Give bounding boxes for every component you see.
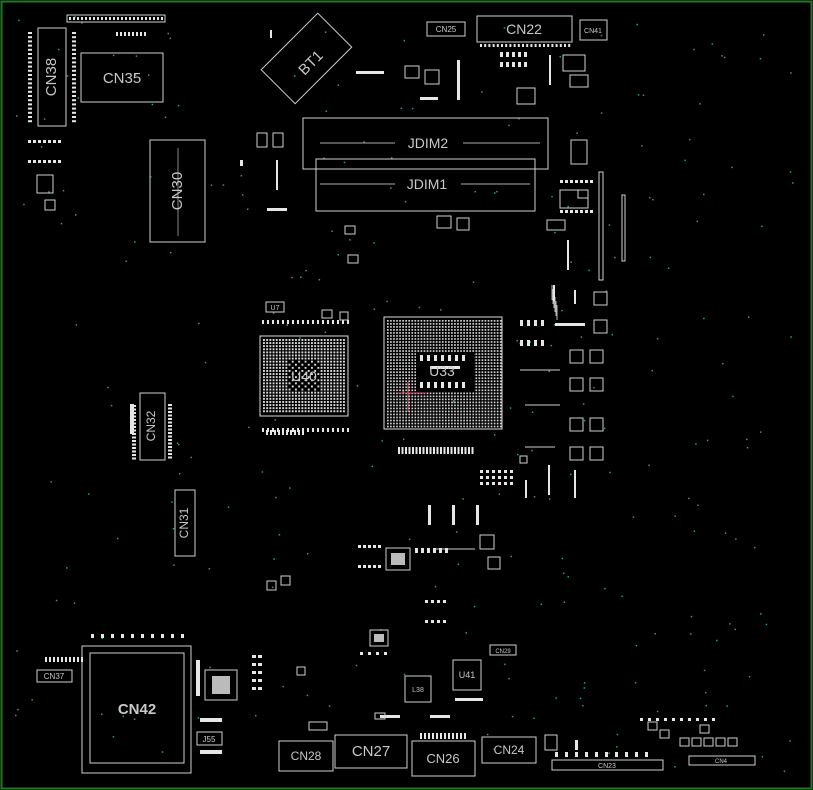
- u33-label: U33: [429, 363, 455, 379]
- cn4-label: CN4: [715, 759, 728, 765]
- cn31-connector: CN31: [174, 489, 196, 557]
- cn30-label: CN30: [169, 172, 186, 210]
- u40-bga: U40: [259, 320, 349, 432]
- cn27-connector: CN27: [334, 734, 408, 769]
- cn24-connector: CN24: [481, 736, 537, 764]
- u41-label: U41: [459, 670, 476, 680]
- qfn-near-cn42: [204, 669, 238, 701]
- right-edge-connector-2: [621, 194, 626, 262]
- cn32-connector: CN32: [132, 392, 172, 461]
- top-connector-strip: [66, 14, 166, 23]
- bt1-label: BT1: [295, 47, 326, 78]
- bt1-battery: BT1: [260, 12, 353, 105]
- cn24-label: CN24: [494, 743, 525, 757]
- cn31-label: CN31: [177, 507, 191, 538]
- cn29-connector: CN29: [489, 644, 517, 656]
- cn29-label: CN29: [495, 649, 511, 655]
- cn38-label: CN38: [43, 58, 60, 96]
- cn35-connector: CN35: [80, 52, 164, 103]
- cn23-label: CN23: [598, 763, 616, 770]
- cn41-label: CN41: [584, 28, 602, 35]
- cn38-connector: CN38: [28, 27, 76, 127]
- bottom-right-cluster: [544, 718, 738, 757]
- cn26-label: CN26: [426, 751, 459, 766]
- cn26-connector: CN26: [411, 740, 476, 777]
- jdim1-slot: JDIM1: [315, 158, 536, 212]
- cn27-label: CN27: [352, 743, 390, 760]
- cn23-connector: CN23: [551, 759, 664, 771]
- cn42-label: CN42: [118, 701, 156, 718]
- l38-label: L38: [412, 687, 424, 694]
- cn25-label: CN25: [436, 25, 457, 34]
- u7-label: U7: [271, 305, 280, 312]
- right-edge-connector: [598, 171, 604, 281]
- cn28-connector: CN28: [278, 740, 334, 772]
- via-field: [15, 16, 794, 773]
- l38-chip: L38: [404, 675, 432, 703]
- bottom-center-cluster: [266, 534, 501, 739]
- j55-connector: J55: [196, 731, 223, 746]
- cn35-label: CN35: [103, 70, 141, 87]
- right-component-cluster: [428, 139, 608, 525]
- cn22-label: CN22: [506, 21, 542, 37]
- cn30-connector: CN30: [149, 139, 206, 243]
- jdim2-slot: JDIM2: [302, 117, 549, 170]
- cn37-label: CN37: [44, 672, 65, 681]
- cn41-connector: CN41: [579, 19, 608, 41]
- cn25-connector: CN25: [426, 21, 466, 37]
- misc-small-parts: [28, 30, 593, 754]
- cn32-label: CN32: [144, 410, 158, 441]
- cn28-label: CN28: [291, 749, 322, 763]
- u41-chip: U41: [452, 659, 482, 691]
- cn22-connector: CN22: [476, 15, 573, 47]
- cn42-connector: CN42: [81, 645, 192, 774]
- j55-label: J55: [203, 735, 216, 744]
- cn4-connector: CN4: [688, 755, 756, 766]
- cn37-connector: CN37: [36, 669, 73, 683]
- jdim1-label: JDIM1: [407, 176, 448, 192]
- u40-label: U40: [291, 368, 317, 384]
- jdim2-label: JDIM2: [408, 135, 449, 151]
- u7-chip: U7: [265, 301, 285, 313]
- u33-bga: U33: [383, 316, 503, 430]
